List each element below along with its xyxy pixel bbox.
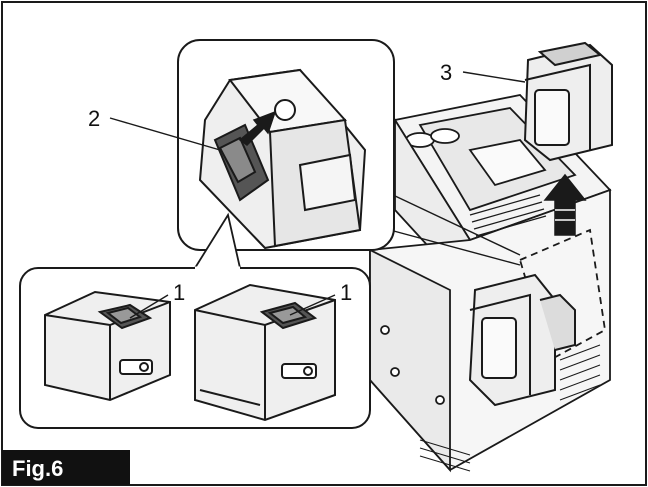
battery-icon bbox=[44, 290, 171, 402]
latch-icon bbox=[213, 123, 270, 202]
arrow-up-icon bbox=[543, 173, 587, 236]
callout-1-right: 1 bbox=[340, 280, 352, 305]
arrow-up-icon bbox=[238, 110, 277, 146]
battery-icon bbox=[523, 41, 613, 162]
callout-2: 2 bbox=[88, 106, 100, 131]
zoom-leader-lines bbox=[389, 194, 521, 266]
callout-3: 3 bbox=[440, 60, 452, 85]
battery-icon bbox=[468, 273, 576, 407]
battery-icon bbox=[194, 283, 336, 422]
inset-panel bbox=[19, 266, 371, 429]
figure-label-box bbox=[2, 450, 130, 485]
callout-leaders bbox=[109, 71, 526, 319]
zoom-panel bbox=[177, 39, 395, 251]
callout-1-left: 1 bbox=[173, 280, 185, 305]
figure-label: Fig.6 bbox=[12, 456, 63, 481]
